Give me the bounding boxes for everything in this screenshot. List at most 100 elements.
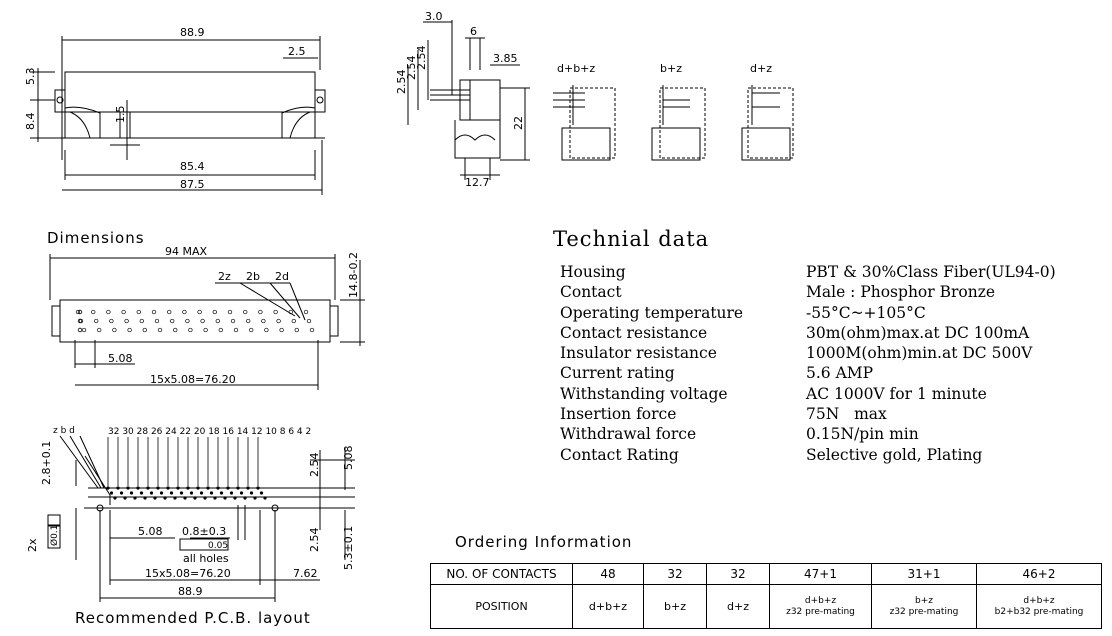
- ordering-contacts-cell: 32: [643, 563, 707, 585]
- pcb-hole: [256, 486, 260, 490]
- technical-label: Withstanding voltage: [560, 384, 728, 403]
- dim-2-5: 2.5: [288, 45, 306, 58]
- pin-contact: [249, 327, 254, 333]
- dim-94-max: 94 MAX: [165, 245, 208, 258]
- technical-value: PBT & 30%Class Fiber(UL94-0): [806, 263, 1056, 281]
- front-view-drawing: [49, 254, 365, 390]
- technical-values: PBT & 30%Class Fiber(UL94-0) Male : Phosp…: [806, 262, 1056, 465]
- pin-contact: [173, 327, 178, 333]
- pcb-all-holes: all holes: [183, 552, 229, 565]
- pin-contact: [97, 327, 102, 333]
- pcb-pin-ticks: [107, 437, 259, 486]
- variant-label-bz: b+z: [660, 62, 682, 75]
- technical-data-title: Technial data: [553, 227, 710, 251]
- dim-2-54-a: 2.54: [395, 70, 408, 95]
- pcb-hole: [159, 491, 164, 495]
- pcb-title: Recommended P.C.B. layout: [75, 609, 311, 627]
- pin-contact: [167, 309, 172, 315]
- ordering-position-cell: b+z: [643, 584, 707, 629]
- variant-label-dbz: d+b+z: [557, 62, 595, 75]
- dim-2-8: 2.8+0.1: [40, 441, 53, 485]
- pcb-hole: [149, 491, 154, 495]
- pcb-hole: [239, 491, 244, 495]
- technical-label: Current rating: [560, 364, 675, 383]
- ordering-position-cell: d+z: [706, 584, 770, 629]
- technical-value: Selective gold, Plating: [806, 445, 983, 464]
- pcb-dim-15x: 15x5.08=76.20: [145, 567, 231, 580]
- pcb-dim-2-54-b: 2.54: [308, 528, 321, 553]
- dim-88-9: 88.9: [180, 26, 205, 39]
- label-2b: 2b: [246, 270, 260, 283]
- dimensions-title: Dimensions: [47, 229, 145, 247]
- technical-label: Contact Rating: [560, 445, 679, 464]
- ordering-contacts-cell: 47+1: [769, 563, 872, 585]
- pcb-dim-7-62: 7.62: [293, 567, 318, 580]
- label-2z: 2z: [218, 270, 231, 283]
- dim-6: 6: [470, 25, 477, 38]
- variant-drawings: [569, 87, 794, 159]
- technical-value: 1000M(ohm)min.at DC 500V: [806, 344, 1033, 363]
- pcb-hole: [156, 486, 160, 490]
- pcb-hole: [203, 496, 207, 500]
- dim-5-08: 5.08: [108, 352, 133, 365]
- pin-contact: [139, 318, 144, 324]
- pin-contact: [106, 309, 111, 315]
- ordering-position-label: POSITION: [430, 584, 573, 629]
- ordering-title: Ordering Information: [455, 533, 633, 551]
- pin-contact: [157, 327, 163, 333]
- ordering-position-value: b+z: [915, 595, 933, 606]
- pin-contact: [279, 327, 284, 333]
- front-view-pin-grid: [75, 309, 315, 333]
- pcb-hole: [223, 496, 227, 500]
- technical-label: Insulator resistance: [560, 344, 717, 363]
- ordering-contacts-cell: 48: [572, 563, 644, 585]
- pcb-hole: [123, 496, 127, 500]
- pcb-hole: [139, 491, 144, 495]
- technical-label: Contact: [560, 283, 622, 302]
- pin-contact: [215, 318, 220, 324]
- pin-contact: [309, 327, 315, 333]
- pin-contact: [243, 309, 248, 315]
- pcb-hole: [113, 496, 117, 500]
- pcb-hole: [186, 486, 190, 490]
- pin-contact: [306, 318, 312, 324]
- dim-8-4: 8.4: [24, 113, 37, 131]
- pin-contact: [291, 318, 296, 324]
- pcb-dim-5-08-v: 5.08: [342, 446, 355, 471]
- pcb-hole: [209, 491, 214, 495]
- technical-value: 0.15N/pin min: [806, 425, 919, 444]
- ordering-position-value: d+b+z: [804, 595, 837, 606]
- pin-contact: [78, 318, 84, 324]
- pin-contact: [303, 309, 309, 315]
- pcb-hole: [169, 491, 174, 495]
- pcb-hole: [259, 491, 264, 495]
- pin-contact: [227, 309, 233, 315]
- pin-contact: [121, 309, 126, 315]
- pin-contact: [288, 309, 293, 315]
- pcb-pin-numbers: 32 30 28 26 24 22 20 18 16 14 12 10 8 6 …: [108, 427, 311, 437]
- pin-contact: [91, 309, 96, 315]
- pcb-hole: [183, 496, 187, 500]
- top-view-drawing: [30, 36, 326, 195]
- pin-contact: [230, 318, 236, 324]
- technical-value: Male : Phosphor Bronze: [806, 283, 996, 302]
- dim-3-0: 3.0: [425, 10, 443, 23]
- pcb-hole: [263, 496, 267, 500]
- pcb-hole: [109, 491, 114, 495]
- pcb-hole: [146, 486, 150, 490]
- pin-contact: [154, 318, 160, 324]
- pin-contact: [75, 309, 81, 315]
- technical-value: -55°C~+105°C: [806, 303, 926, 322]
- pin-contact: [258, 309, 263, 315]
- pin-contact: [294, 327, 299, 333]
- dim-14-8: 14.8-0.2: [347, 252, 360, 298]
- pin-contact: [188, 327, 193, 333]
- pcb-hole: [163, 496, 167, 500]
- pin-contact: [124, 318, 129, 324]
- pcb-dim-5-08-h: 5.08: [138, 525, 163, 538]
- pcb-hole: [233, 496, 237, 500]
- technical-label: Contact resistance: [560, 323, 708, 342]
